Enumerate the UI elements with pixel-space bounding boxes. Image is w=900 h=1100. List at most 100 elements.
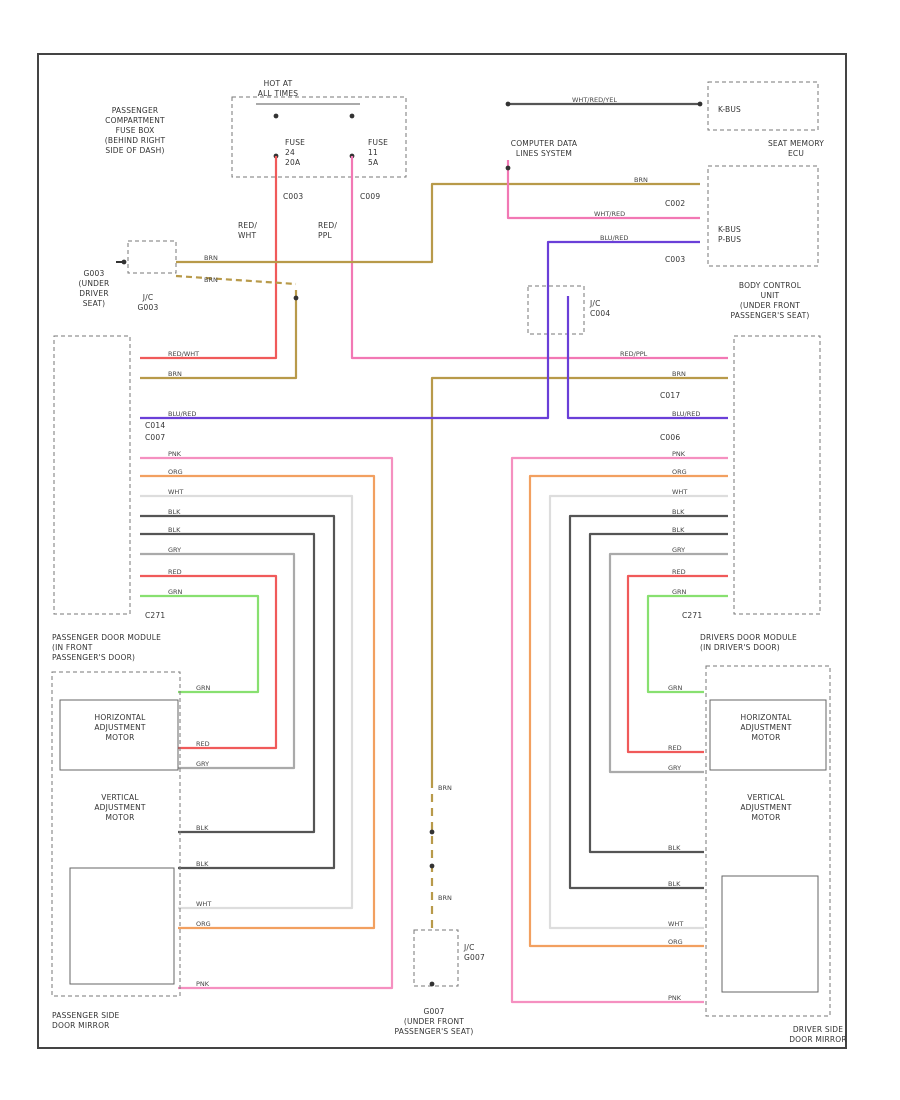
g003-ground-label-line-3: SEAT) (83, 299, 106, 308)
fuse-24-label-line-1: 24 (285, 148, 295, 157)
wire-left-end-label-1: ORG (196, 920, 211, 928)
drivers-door-module-label-line-1: (IN DRIVER'S DOOR) (700, 643, 780, 652)
passenger-door-module-box (53, 335, 131, 615)
wire-blu-red-right-label: BLU/RED (672, 410, 700, 418)
wire-brn-g003-label: BRN (204, 254, 218, 262)
wire-wht-red-yel-label: WHT/RED/YEL (572, 96, 617, 104)
horizontal-motor-left-label-line-2: MOTOR (105, 733, 134, 742)
splice-brn-left (293, 295, 299, 301)
body-control-unit-label-line-0: BODY CONTROL (739, 281, 802, 290)
g003-ground-label-line-1: (UNDER (79, 279, 110, 288)
wire-red-ppl-label-line-1: PPL (318, 231, 332, 240)
wire-right-end-label-0: PNK (668, 994, 682, 1002)
k-bus-label: K-BUS (718, 105, 741, 114)
horizontal-motor-right-box (709, 699, 827, 771)
hot-at-all-times-label-line-0: HOT AT (264, 79, 293, 88)
wire-blu-red-top-label: BLU/RED (600, 234, 628, 242)
wire-left-3 (140, 514, 336, 870)
wire-brn-right (430, 376, 728, 780)
hot-at-all-times-label-line-1: ALL TIMES (258, 89, 298, 98)
wire-left-end-label-0: PNK (196, 980, 210, 988)
vertical-motor-left-label-line-1: ADJUSTMENT (94, 803, 146, 812)
wire-left-end-label-4: BLK (196, 824, 209, 832)
wire-wht-red (506, 160, 700, 220)
wire-left-1 (140, 474, 376, 930)
wire-red-wht-label-line-0: RED/ (238, 221, 257, 230)
connector-c007-label: C007 (145, 433, 165, 442)
wire-left-end-label-5: GRY (196, 760, 209, 768)
jc-c004-label-line-0: J/C (589, 299, 601, 308)
wire-right-5 (608, 552, 728, 774)
g007-ground-label-line-0: G007 (424, 1007, 445, 1016)
wire-left-end-label-7: GRN (196, 684, 211, 692)
k-bus-pin (697, 101, 703, 107)
wire-right-label-4: BLK (672, 526, 685, 534)
wire-red-ppl-label-line-0: RED/ (318, 221, 337, 230)
connector-c009-label: C009 (360, 192, 380, 201)
wire-right-label-0: PNK (672, 450, 686, 458)
horizontal-motor-left-box (59, 699, 179, 771)
connector-c003-label: C003 (283, 192, 303, 201)
wire-right-label-3: BLK (672, 508, 685, 516)
connector-c002-label: C002 (665, 199, 685, 208)
wire-left-end-label-2: WHT (196, 900, 211, 908)
wire-brn-left-label: BRN (168, 370, 182, 378)
horizontal-motor-right-label-line-0: HORIZONTAL (741, 713, 793, 722)
wire-brn-g007-label-1: BRN (438, 784, 452, 792)
wire-left-label-0: PNK (168, 450, 182, 458)
connector-c271-right-label: C271 (682, 611, 702, 620)
fuse-box-outline (231, 96, 407, 178)
wire-right-label-2: WHT (672, 488, 687, 496)
passenger-fuse-box-label-line-4: SIDE OF DASH) (105, 146, 164, 155)
k-bus-p-bus-label-line-0: K-BUS (718, 225, 741, 234)
g007-ground-label-line-1: (UNDER FRONT (404, 1017, 464, 1026)
wire-left-label-1: ORG (168, 468, 183, 476)
wire-left-7 (140, 594, 260, 694)
horizontal-motor-right-label-line-2: MOTOR (751, 733, 780, 742)
computer-data-node-bottom (505, 165, 511, 171)
jc-g007-label-line-1: G007 (464, 953, 485, 962)
wire-wht-red-label: WHT/RED (594, 210, 625, 218)
wire-left-0 (140, 456, 394, 990)
wire-left-label-5: GRY (168, 546, 181, 554)
connector-c271-left-label: C271 (145, 611, 165, 620)
passenger-door-module-label-line-2: PASSENGER'S DOOR) (52, 653, 135, 662)
wire-right-end-label-6: RED (668, 744, 682, 752)
wire-left-label-7: GRN (168, 588, 183, 596)
mirror-switch-right-box (721, 875, 819, 993)
body-control-unit-box (733, 335, 821, 615)
vertical-motor-right-label-line-0: VERTICAL (747, 793, 785, 802)
wire-blu-red-left-label: BLU/RED (168, 410, 196, 418)
wire-right-end-label-2: WHT (668, 920, 683, 928)
g007-ground-label-line-2: PASSENGER'S SEAT) (395, 1027, 474, 1036)
passenger-door-module-label-line-0: PASSENGER DOOR MODULE (52, 633, 161, 642)
fuse-11-pin-top (349, 113, 355, 119)
wire-brn-right-label: BRN (672, 370, 686, 378)
fuse-11-label-line-0: FUSE (368, 138, 388, 147)
wire-right-end-label-1: ORG (668, 938, 683, 946)
wire-right-end-label-7: GRN (668, 684, 683, 692)
k-bus-box (707, 81, 819, 131)
seat-memory-ecu-label-line-0: SEAT MEMORY (768, 139, 824, 148)
horizontal-motor-right-label-line-1: ADJUSTMENT (740, 723, 792, 732)
horizontal-motor-left-label-line-0: HORIZONTAL (95, 713, 147, 722)
wire-blu-red-right (566, 296, 728, 420)
horizontal-motor-left-label-line-1: ADJUSTMENT (94, 723, 146, 732)
vertical-motor-right-label-line-1: ADJUSTMENT (740, 803, 792, 812)
jc-g003-label-line-0: J/C (142, 293, 154, 302)
fuse-24-label-line-0: FUSE (285, 138, 305, 147)
wire-right-0 (510, 456, 728, 1004)
diagram-frame (37, 53, 847, 1049)
wire-left-end-label-6: RED (196, 740, 210, 748)
passenger-door-module-label-line-1: (IN FRONT (52, 643, 93, 652)
g003-ground-label-line-0: G003 (84, 269, 105, 278)
wire-left-label-4: BLK (168, 526, 181, 534)
wire-right-3 (568, 514, 728, 890)
driver-side-door-mirror-label-line-0: DRIVER SIDE (793, 1025, 843, 1034)
mirror-switch-left-box (69, 867, 175, 985)
wire-brn-seat-label: BRN (634, 176, 648, 184)
passenger-fuse-box-label-line-1: COMPARTMENT (105, 116, 165, 125)
vertical-motor-left-label-line-0: VERTICAL (101, 793, 139, 802)
seat-memory-ecu-label-line-1: ECU (788, 149, 804, 158)
